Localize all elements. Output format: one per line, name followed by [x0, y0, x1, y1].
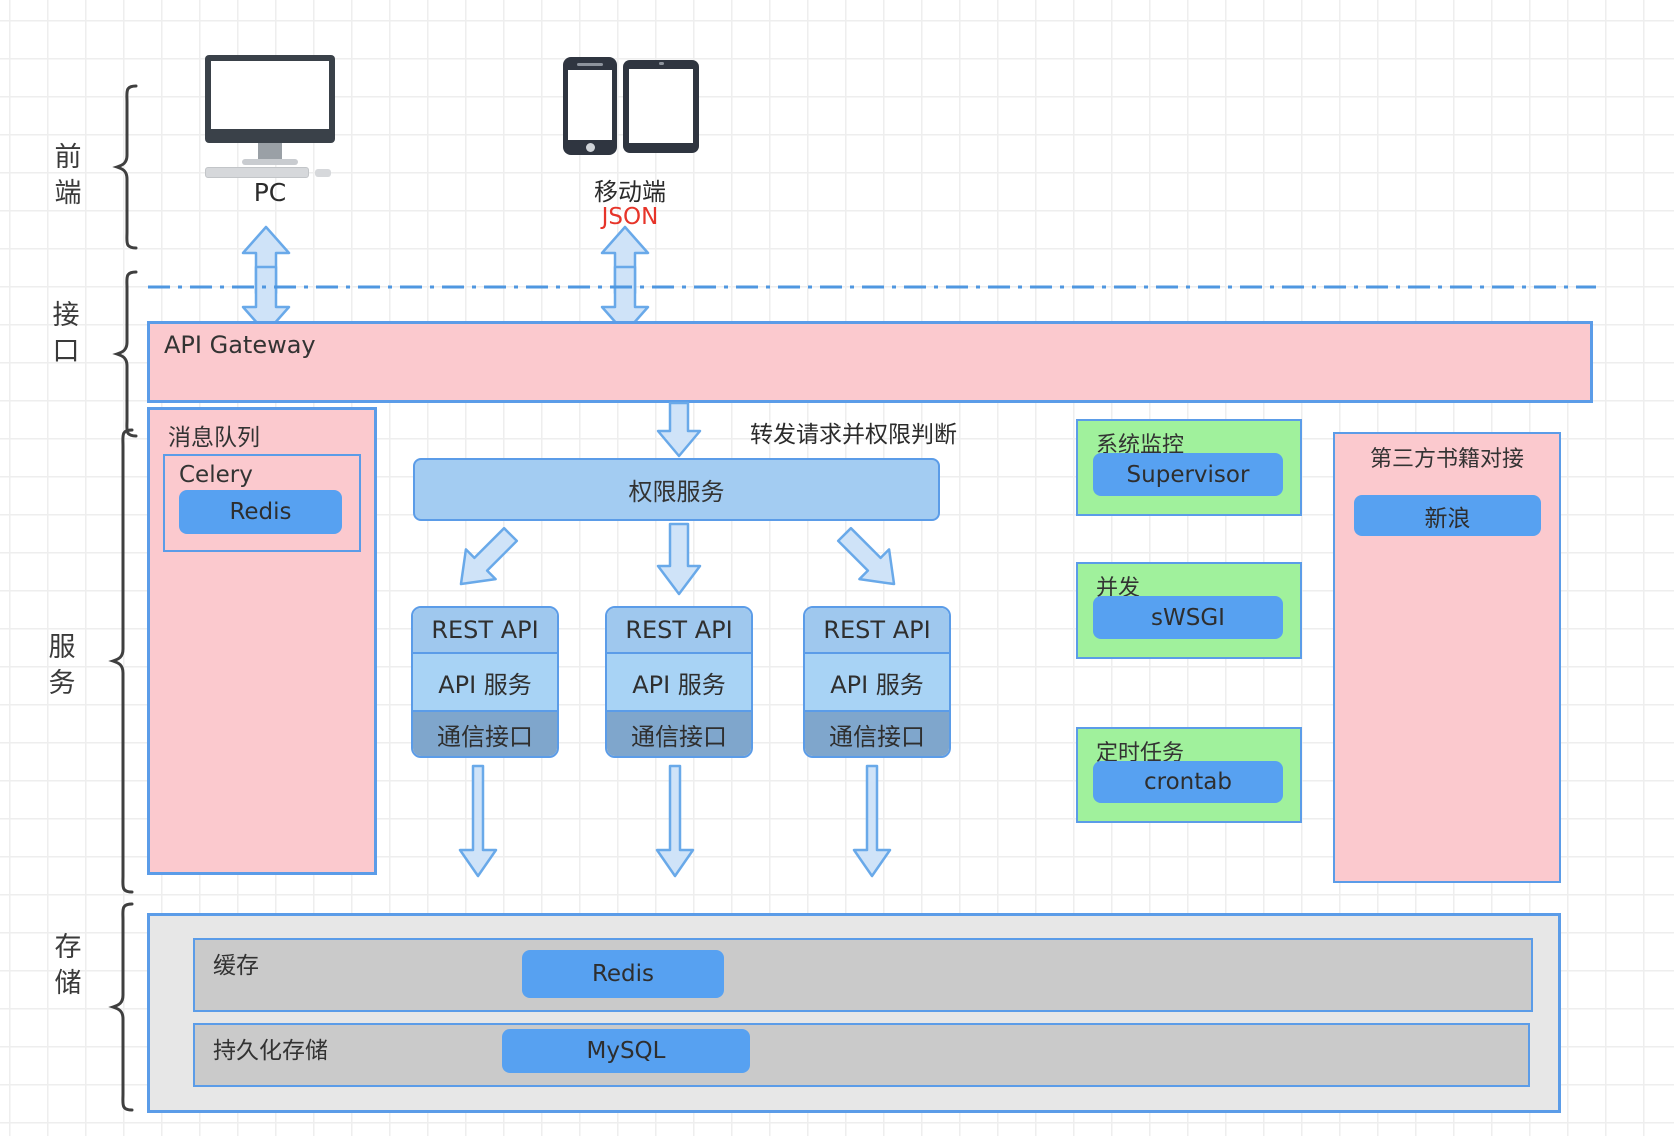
rest1-storage-arrow — [458, 764, 498, 878]
rest-api-label: REST API — [413, 608, 557, 654]
rest3-storage-arrow — [852, 764, 892, 878]
comm-interface-label: 通信接口 — [607, 712, 751, 756]
forward-annotation: 转发请求并权限判断 — [750, 422, 957, 448]
mobile-label: 移动端 — [594, 178, 666, 206]
service-brace — [108, 428, 134, 894]
third-party-box: 第三方书籍对接 新浪 — [1333, 432, 1561, 883]
cache-label: 缓存 — [213, 953, 259, 979]
rest-api-stack-3: REST API API 服务 通信接口 — [803, 606, 951, 758]
gateway-permission-arrow — [656, 401, 702, 458]
storage-outer-box: 缓存 Redis 持久化存储 MySQL — [147, 913, 1561, 1113]
section-label-interface: 接 口 — [52, 300, 80, 367]
pc-gateway-arrow — [241, 225, 291, 335]
comm-interface-label: 通信接口 — [413, 712, 557, 756]
persist-row: 持久化存储 MySQL — [193, 1023, 1530, 1087]
api-gateway-label: API Gateway — [164, 331, 316, 359]
rest-api-stack-2: REST API API 服务 通信接口 — [605, 606, 753, 758]
frontend-brace — [112, 84, 138, 250]
api-gateway-box: API Gateway — [147, 321, 1593, 403]
interface-brace — [112, 270, 138, 438]
celery-redis-box: Redis — [179, 490, 342, 534]
swsgi-box: sWSGI — [1093, 596, 1283, 639]
rest-api-stack-1: REST API API 服务 通信接口 — [411, 606, 559, 758]
message-queue-box: 消息队列 Celery Redis — [147, 407, 377, 875]
permission-rest1-arrow — [459, 526, 519, 586]
sina-box: 新浪 — [1354, 495, 1541, 536]
cache-redis-box: Redis — [522, 950, 724, 998]
supervisor-box: Supervisor — [1093, 453, 1283, 496]
api-service-label: API 服务 — [607, 654, 751, 712]
system-monitor-box: 系统监控 Supervisor — [1076, 419, 1302, 516]
frontend-boundary-line — [148, 285, 1596, 289]
pc-label: PC — [253, 178, 287, 207]
json-label: JSON — [601, 204, 659, 230]
section-label-storage: 存 储 — [54, 932, 82, 999]
mysql-box: MySQL — [502, 1029, 750, 1073]
crontab-box: crontab — [1093, 761, 1283, 803]
comm-interface-label: 通信接口 — [805, 712, 949, 756]
mobile-gateway-arrow — [600, 225, 650, 335]
celery-label: Celery — [179, 462, 253, 488]
rest-api-label: REST API — [805, 608, 949, 654]
section-label-frontend: 前 端 — [54, 142, 82, 209]
permission-rest3-arrow — [836, 526, 896, 586]
storage-brace — [108, 902, 134, 1112]
pc-icon — [205, 55, 335, 178]
cron-box: 定时任务 crontab — [1076, 727, 1302, 823]
permission-service-box: 权限服务 — [413, 458, 940, 521]
mobile-devices-icon — [563, 57, 703, 157]
section-label-service: 服 务 — [48, 632, 76, 699]
api-service-label: API 服务 — [413, 654, 557, 712]
third-party-label: 第三方书籍对接 — [1369, 447, 1524, 472]
api-service-label: API 服务 — [805, 654, 949, 712]
cache-row: 缓存 Redis — [193, 938, 1533, 1012]
concurrency-box: 并发 sWSGI — [1076, 562, 1302, 659]
message-queue-label: 消息队列 — [168, 425, 260, 451]
rest2-storage-arrow — [655, 764, 695, 878]
permission-rest2-arrow — [656, 522, 702, 596]
celery-box: Celery Redis — [163, 454, 361, 552]
rest-api-label: REST API — [607, 608, 751, 654]
persist-label: 持久化存储 — [213, 1038, 328, 1064]
